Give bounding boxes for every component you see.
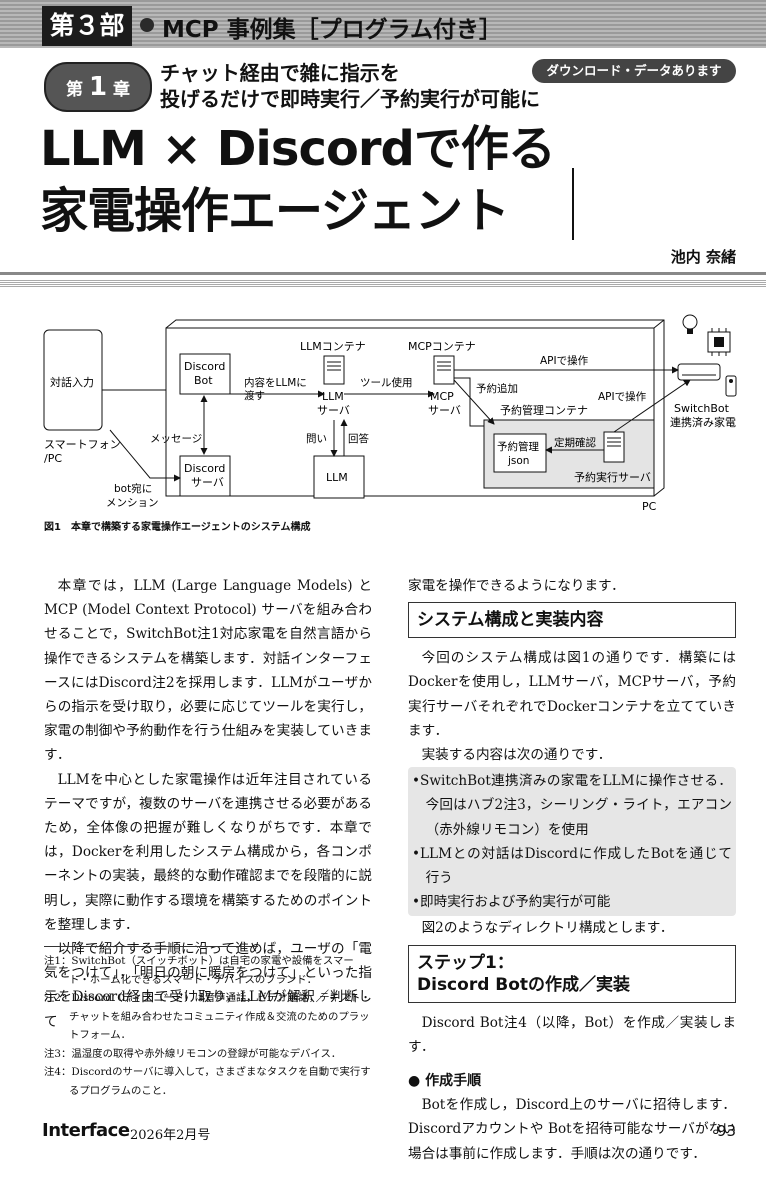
body-paragraph: 図2のようなディレクトリ構成とします． <box>421 920 674 937</box>
body-paragraph: 今回のシステム構成は図1の通りです．構築にはDockerを使用し，LLMサーバ，… <box>408 650 736 739</box>
edge-api-1: APIで操作 <box>540 354 589 367</box>
subheading-procedure: ● 作成手順 <box>408 1073 482 1090</box>
section-heading-step1: ステップ1： Discord Botの作成／実装 <box>408 944 736 1003</box>
reserve-server-icon <box>603 431 625 463</box>
edge-api-2: APIで操作 <box>598 390 647 403</box>
llm-box <box>313 455 365 499</box>
title-line-2: 家電操作エージェント <box>40 183 510 239</box>
switchbot-label-1: SwitchBot <box>674 402 730 415</box>
footnote: 注1：SwitchBot（スイッチボット）は自宅の家電や設備をスマート・ホーム化… <box>44 955 354 986</box>
part-dot <box>140 18 154 32</box>
part-label: 第３部 <box>42 6 132 46</box>
edge-periodic-check: 定期確認 <box>554 436 596 449</box>
step1-title-line-2: Discord Botの作成／実装 <box>417 974 631 995</box>
chapter-suffix: 章 <box>112 80 130 100</box>
bullet-list: •SwitchBot連携済みの家電をLLMに操作させる．今回はハブ2注3，シーリ… <box>408 767 736 917</box>
mcp-server-icon <box>433 355 455 385</box>
issue-date: 2026年2月号 <box>130 1128 211 1143</box>
chapter-prefix: 第 <box>66 80 84 100</box>
magazine-logo: Interface <box>42 1120 130 1141</box>
chapter-subtitle-line-2: 投げるだけで即時実行／予約実行が可能に <box>160 87 540 111</box>
footnotes: 注1：SwitchBot（スイッチボット）は自宅の家電や設備をスマート・ホーム化… <box>44 952 374 1100</box>
list-item: •SwitchBot連携済みの家電をLLMに操作させる．今回はハブ2注3，シーリ… <box>412 773 732 838</box>
smartphone-label-1: スマートフォン <box>44 438 121 451</box>
llm-server-label-1: LLM <box>322 390 344 403</box>
body-paragraph: 本章では，LLM (Large Language Models) とMCP (M… <box>44 578 372 764</box>
remote-icon <box>725 375 737 397</box>
discord-server-label-1: Discord <box>184 462 225 475</box>
title-caret <box>572 168 574 240</box>
edge-answer: 回答 <box>348 432 369 445</box>
part-title: MCP 事例集［プログラム付き］ <box>162 17 502 43</box>
author-name: 池内 奈緒 <box>670 248 736 266</box>
section-heading-system: システム構成と実装内容 <box>408 602 736 639</box>
footnote-rule <box>44 946 258 947</box>
reserve-json-label-1: 予約管理 <box>497 440 539 453</box>
discord-bot-label-1: Discord <box>184 360 225 373</box>
figure-caption: 図1 本章で構築する家電操作エージェントのシステム構成 <box>44 522 311 533</box>
discord-bot-label-2: Bot <box>194 374 213 387</box>
system-diagram: PC 予約管理コンテナ 対話入力 スマートフォン /PC Discord Bot… <box>43 314 737 513</box>
body-paragraph-continued: 家電を操作できるようになります． <box>408 578 625 594</box>
reserve-server-label: 予約実行サーバ <box>574 470 651 484</box>
llm-server-label-2: サーバ <box>317 404 350 417</box>
body-paragraph: 以降で紹介する手順に沿って進めば，ユーザの「電気をつけて」，「明日の朝に暖房をつ… <box>44 941 372 1030</box>
edge-pass-llm-2: 渡す <box>244 389 265 402</box>
body-paragraph: LLMを中心とした家電操作は近年注目されているテーマですが，複数のサーバを連携さ… <box>44 771 372 933</box>
edge-reserve-add: 予約追加 <box>476 382 518 395</box>
aircon-icon <box>677 363 721 381</box>
edge-question: 問い <box>306 433 327 445</box>
list-item: •LLMとの対話はDiscordに作成したBotを通じて行う <box>412 845 732 887</box>
chapter-number: 1 <box>88 72 108 102</box>
smartphone-box-label: 対話入力 <box>50 375 94 389</box>
mcp-server-label-2: サーバ <box>428 404 461 417</box>
discord-bot-box <box>179 353 231 395</box>
body-left-column: 本章では，LLM (Large Language Models) とMCP (M… <box>44 574 372 1034</box>
title-line-1: LLM × Discordで作る <box>40 121 556 177</box>
download-badge: ダウンロード・データあります <box>532 59 736 83</box>
body-paragraph: 実装する内容は次の通りです． <box>421 747 612 764</box>
reserve-json-box <box>493 433 547 473</box>
bot-mention-1: bot宛に <box>114 482 152 495</box>
reserve-container-label: 予約管理コンテナ <box>500 403 588 417</box>
smartphone-label-2: /PC <box>44 452 62 465</box>
llm-container-label: LLMコンテナ <box>300 340 366 353</box>
chip-icon <box>707 328 731 356</box>
footnote: 注4：Discordのサーバに導入して，さまざまなタスクを自動で実行するプログラ… <box>44 1066 371 1097</box>
switchbot-label-2: 連携済み家電 <box>670 415 736 429</box>
edge-tool-use: ツール使用 <box>360 376 413 389</box>
chapter-subtitle-line-1: チャット経由で雑に指示を <box>160 61 400 85</box>
header-rule-hatched <box>0 280 766 288</box>
footnote: 注2：Discord（ディスコード）は音声通話，ビデオ通話，テキスト・チャットを… <box>44 992 371 1041</box>
pc-boundary <box>165 319 665 497</box>
reserve-json-label-2: json <box>507 455 529 467</box>
mcp-container-label: MCPコンテナ <box>408 340 476 353</box>
llm-server-icon <box>323 355 345 385</box>
body-right-column: 家電を操作できるようになります． システム構成と実装内容 今回のシステム構成は図… <box>408 574 736 1166</box>
mcp-server-label-1: MCP <box>430 390 454 403</box>
llm-box-label: LLM <box>326 471 348 484</box>
pc-label: PC <box>642 500 657 513</box>
discord-server-box <box>179 455 231 497</box>
body-paragraph: Botを作成し，Discord上のサーバに招待します．Discordアカウントや… <box>408 1097 736 1162</box>
discord-server-label-2: サーバ <box>191 476 224 489</box>
chapter-badge: 第 1 章 <box>44 62 152 112</box>
smartphone-box <box>43 329 103 431</box>
bulb-icon <box>682 314 698 334</box>
step1-title-line-1: ステップ1： <box>417 952 514 973</box>
edge-pass-llm-1: 内容をLLMに <box>244 376 307 389</box>
page-number: 93 <box>716 1122 736 1140</box>
list-item: •即時実行および予約実行が可能 <box>412 894 611 911</box>
chapter-subtitle: チャット経由で雑に指示を 投げるだけで即時実行／予約実行が可能に <box>160 60 540 112</box>
article-title: LLM × Discordで作る 家電操作エージェント <box>40 118 556 242</box>
header-rule <box>0 272 766 275</box>
body-paragraph: Discord Bot注4（以降，Bot）を作成／実装します． <box>408 1014 736 1055</box>
footnote: 注3：温湿度の取得や赤外線リモコンの登録が可能なデバイス． <box>44 1047 342 1060</box>
edge-message: メッセージ <box>150 433 202 445</box>
bot-mention-2: メンション <box>106 497 159 509</box>
